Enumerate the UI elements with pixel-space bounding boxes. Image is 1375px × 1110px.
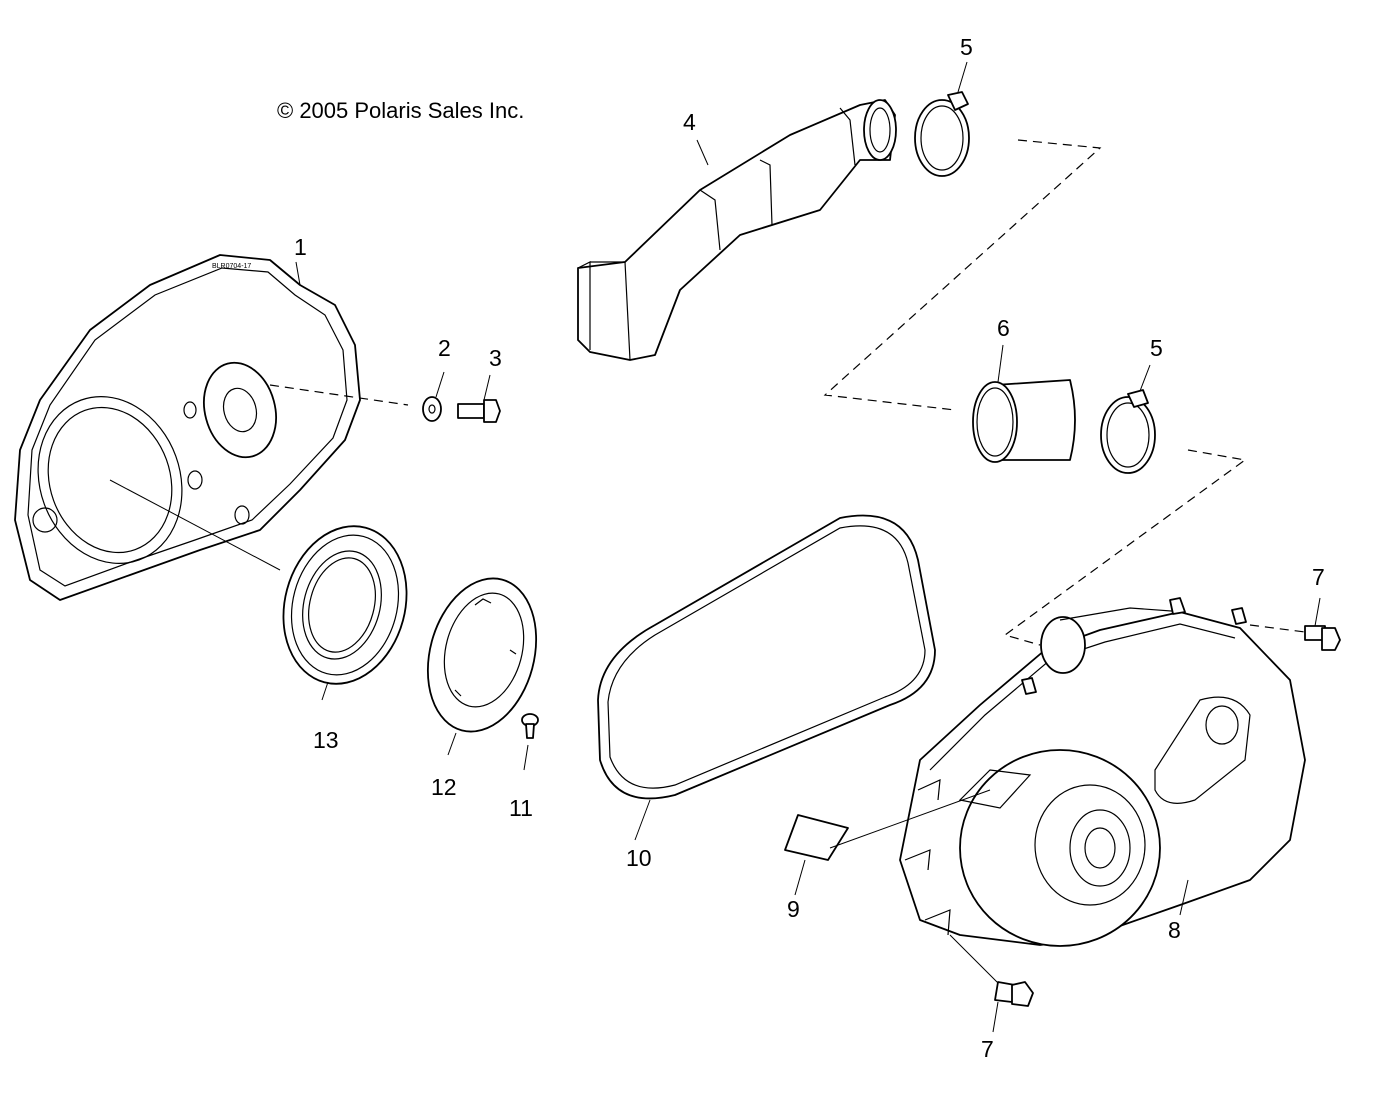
alignment-line — [823, 139, 1102, 411]
callout-3: 3 — [489, 345, 502, 371]
alignment-line — [1003, 449, 1247, 646]
callout-6: 6 — [997, 315, 1010, 341]
copyright-text: © 2005 Polaris Sales Inc. — [277, 98, 524, 123]
part-decal — [784, 789, 991, 896]
leader-line — [109, 479, 281, 571]
callout-9: 9 — [787, 896, 800, 922]
callout-10: 10 — [626, 845, 652, 871]
part-retaining-plate — [426, 577, 538, 756]
callout-2: 2 — [438, 335, 451, 361]
callout-13: 13 — [313, 727, 339, 753]
part-hose-clamp-middle — [1100, 364, 1156, 474]
part-bolt-3 — [457, 374, 501, 423]
callout-7-right: 7 — [1312, 564, 1325, 590]
part-bolt-7-right — [1249, 597, 1341, 651]
part-bolt-7-bottom — [949, 934, 1034, 1033]
callout-4: 4 — [683, 109, 696, 135]
callout-5-top: 5 — [960, 34, 973, 60]
part-inner-clutch-cover: BLR0704-17 — [14, 254, 361, 601]
part-coupler-sleeve — [972, 344, 1076, 463]
leader-line — [295, 261, 301, 286]
callout-5-middle: 5 — [1150, 335, 1163, 361]
cover-stamp-marking: BLR0704-17 — [212, 263, 251, 270]
part-seal-ring — [282, 525, 408, 701]
callout-12: 12 — [431, 774, 457, 800]
part-hose-clamp-top — [914, 61, 970, 177]
callout-8: 8 — [1168, 917, 1181, 943]
callout-7-bottom: 7 — [981, 1036, 994, 1062]
part-drive-belt — [597, 514, 936, 841]
part-air-duct — [577, 99, 897, 361]
alignment-line — [269, 384, 409, 406]
callout-11: 11 — [509, 795, 533, 821]
part-outer-clutch-cover — [899, 597, 1306, 947]
part-screw-11 — [521, 713, 539, 771]
callout-1: 1 — [294, 234, 307, 260]
part-washer — [422, 371, 445, 422]
